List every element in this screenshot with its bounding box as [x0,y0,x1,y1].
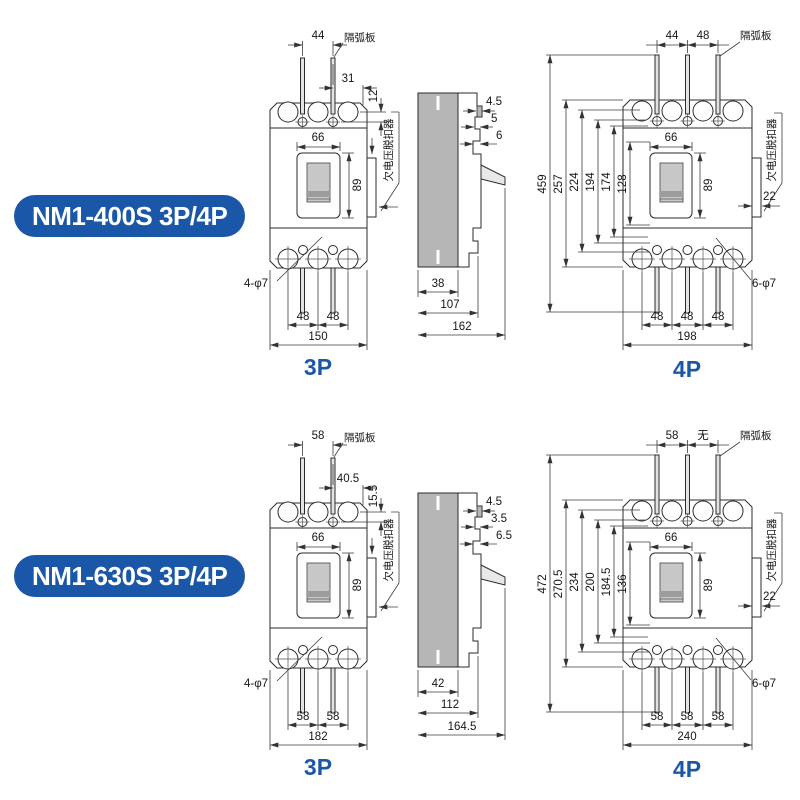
dim-escutcheon-h: 89 [703,579,715,592]
dim-mid-depth: 112 [441,699,459,711]
product-row-400s: 44 隔弧板 31 12 66 89 欠 [14,29,783,382]
uv-release-label: 欠电压脱扣器 [765,518,778,581]
dim-pitch2: 58 [327,711,340,723]
dim-offset-h: 31 [342,73,355,85]
mount-holes-label: 6-φ7 [752,278,776,290]
dimension-drawing: 58 隔弧板 40.5 15.5 66 89 [244,429,783,782]
dim-base-depth: 38 [432,278,445,290]
model-badge: NM1-400S 3P/4P [14,195,246,237]
pole-label-3p: 3P [304,754,332,780]
dim-tab-depth: 22 [763,591,776,603]
mount-holes-label: 6-φ7 [752,678,776,690]
front-view-3p: 44 隔弧板 31 12 66 89 欠 [244,30,400,380]
dim-escutcheon-h: 89 [352,179,364,192]
front-view-4p: 58 无 隔弧板 472 270.5 234 200 184. [537,429,783,782]
dim-pitch1: 48 [651,311,664,323]
dim-escutcheon-w: 66 [312,532,325,544]
front-view-3p: 58 隔弧板 40.5 15.5 66 89 [244,430,400,780]
dim-step3: 6.5 [496,530,512,542]
dim-total-depth: 162 [452,321,471,333]
dim-escutcheon-h: 89 [703,179,715,192]
dim-top-pitch: 44 [312,30,325,42]
dim-h3: 174 [601,172,613,192]
arc-plate-label: 隔弧板 [740,29,772,42]
dim-pitch-a: 58 [666,430,679,442]
dim-step2: 5 [491,113,497,125]
dim-step2: 3.5 [491,513,507,525]
arc-plate-label: 隔弧板 [344,431,376,444]
dim-pitch1: 58 [651,711,664,723]
dim-h1: 234 [569,572,581,592]
dim-width: 182 [308,731,327,743]
dim-pitch2: 48 [681,311,694,323]
product-row-630s: 58 隔弧板 40.5 15.5 66 89 [0,400,800,800]
mount-holes-label: 4-φ7 [244,278,268,290]
pole-label-3p: 3P [304,354,332,380]
dim-pitch-b: 无 [697,430,709,442]
dim-escutcheon-w: 66 [665,532,678,544]
dimension-drawing: 44 隔弧板 31 12 66 89 欠 [244,29,783,382]
dim-h-body: 257 [553,174,565,193]
dim-h2: 194 [585,172,597,192]
dim-h-overall: 472 [537,574,549,593]
dim-pitch-a: 44 [666,30,679,42]
dim-pitch1: 58 [297,711,310,723]
dim-h-overall: 459 [537,174,549,193]
uv-release-label: 欠电压脱扣器 [382,518,395,581]
front-view-4p: 44 48 隔弧板 459 257 224 194 174 [537,29,783,382]
dim-h-body: 270.5 [553,570,565,599]
dim-pitch-b: 48 [697,30,710,42]
dim-pitch2: 58 [681,711,694,723]
dim-width: 198 [677,331,696,343]
pole-label-4p: 4P [673,356,701,382]
dim-step3: 6 [496,130,502,142]
dim-pitch3: 48 [712,311,725,323]
mount-holes-label: 4-φ7 [244,678,268,690]
dim-h4: 136 [617,574,629,593]
dim-tab-depth: 22 [763,191,776,203]
dim-step1: 4.5 [486,496,502,508]
side-view: 4.5 5 6 38 107 162 [417,92,506,340]
dim-offset-v: 15.5 [368,485,380,507]
dim-escutcheon-w: 66 [312,132,325,144]
dim-step1: 4.5 [486,96,502,108]
dim-escutcheon-w: 66 [665,132,678,144]
dim-top-pitch: 58 [312,430,325,442]
pole-label-4p: 4P [673,756,701,782]
dim-pitch3: 58 [712,711,725,723]
dim-offset-h: 40.5 [337,473,359,485]
uv-release-label: 欠电压脱扣器 [765,118,778,181]
model-badge: NM1-630S 3P/4P [14,555,246,597]
side-view: 4.5 3.5 6.5 42 112 164.5 [417,492,512,740]
dim-h4: 128 [617,174,629,193]
arc-plate-label: 隔弧板 [344,31,376,44]
dim-total-depth: 164.5 [448,721,477,733]
uv-release-label: 欠电压脱扣器 [382,118,395,181]
dim-pitch1: 48 [297,311,310,323]
dim-mid-depth: 107 [440,299,459,311]
dim-offset-v: 12 [368,90,380,103]
dim-pitch2: 48 [327,311,340,323]
dim-escutcheon-h: 89 [352,579,364,592]
dim-h2: 200 [585,572,597,591]
dim-base-depth: 42 [432,678,445,690]
dim-width: 150 [308,331,327,343]
arc-plate-label: 隔弧板 [740,429,772,442]
dim-h3: 184.5 [601,568,613,597]
dim-width: 240 [677,731,696,743]
dim-h1: 224 [569,172,581,192]
